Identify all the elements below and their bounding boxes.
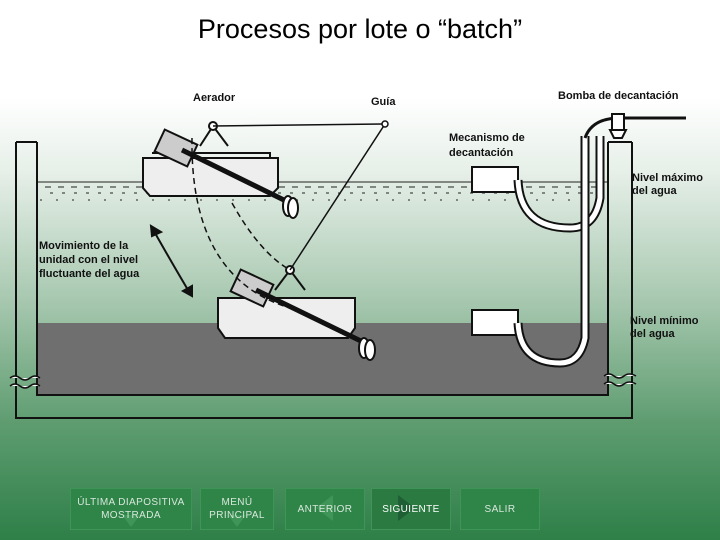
batch-reactor-diagram: Aerador Guía Bomba de decantación Mecani… xyxy=(9,90,703,419)
label-min-level-2: del agua xyxy=(630,328,676,340)
left-arrow-icon xyxy=(316,495,333,521)
label-mechanism-2: decantación xyxy=(449,147,513,159)
movement-arrow xyxy=(149,224,193,298)
wall-break-marks xyxy=(9,373,637,389)
label-pump: Bomba de decantación xyxy=(558,90,679,102)
label-movement-2: unidad con el nivel xyxy=(39,254,138,266)
last-slide-label-2: MOSTRADA xyxy=(101,510,161,521)
next-label: SIGUIENTE xyxy=(382,503,440,515)
guide-lines xyxy=(191,120,389,309)
label-aerator: Aerador xyxy=(193,92,236,104)
aerator-upper xyxy=(142,121,299,219)
previous-button[interactable]: ANTERIOR xyxy=(285,488,365,530)
label-movement-3: fluctuante del agua xyxy=(39,268,140,280)
label-max-level-2: del agua xyxy=(632,185,678,197)
decant-pump xyxy=(583,113,686,139)
tank-walls xyxy=(15,141,633,419)
main-menu-label-1: MENÚ xyxy=(221,497,253,508)
exit-button[interactable]: SALIR xyxy=(460,488,540,530)
right-arrow-icon xyxy=(398,495,415,521)
slide-title: Procesos por lote o “batch” xyxy=(197,14,523,44)
last-slide-label-1: ÚLTIMA DIAPOSITIVA xyxy=(77,497,185,508)
previous-label: ANTERIOR xyxy=(297,503,353,515)
label-mechanism: Mecanismo de xyxy=(449,132,525,144)
label-guide: Guía xyxy=(371,96,396,108)
main-menu-button[interactable]: MENÚ PRINCIPAL xyxy=(200,488,274,530)
down-arrow-icon xyxy=(122,515,140,527)
last-slide-button[interactable]: ÚLTIMA DIAPOSITIVA MOSTRADA xyxy=(70,488,192,530)
main-menu-label-2: PRINCIPAL xyxy=(209,510,265,521)
label-movement: Movimiento de la xyxy=(39,240,129,252)
down-arrow-icon xyxy=(228,515,246,527)
decant-mechanism-upper xyxy=(471,136,605,233)
decant-mechanism-lower xyxy=(471,136,590,368)
label-max-level: Nivel máximo xyxy=(632,172,703,184)
exit-label: SALIR xyxy=(484,503,516,515)
label-min-level: Nivel mínimo xyxy=(630,315,699,327)
next-button[interactable]: SIGUIENTE xyxy=(371,488,451,530)
